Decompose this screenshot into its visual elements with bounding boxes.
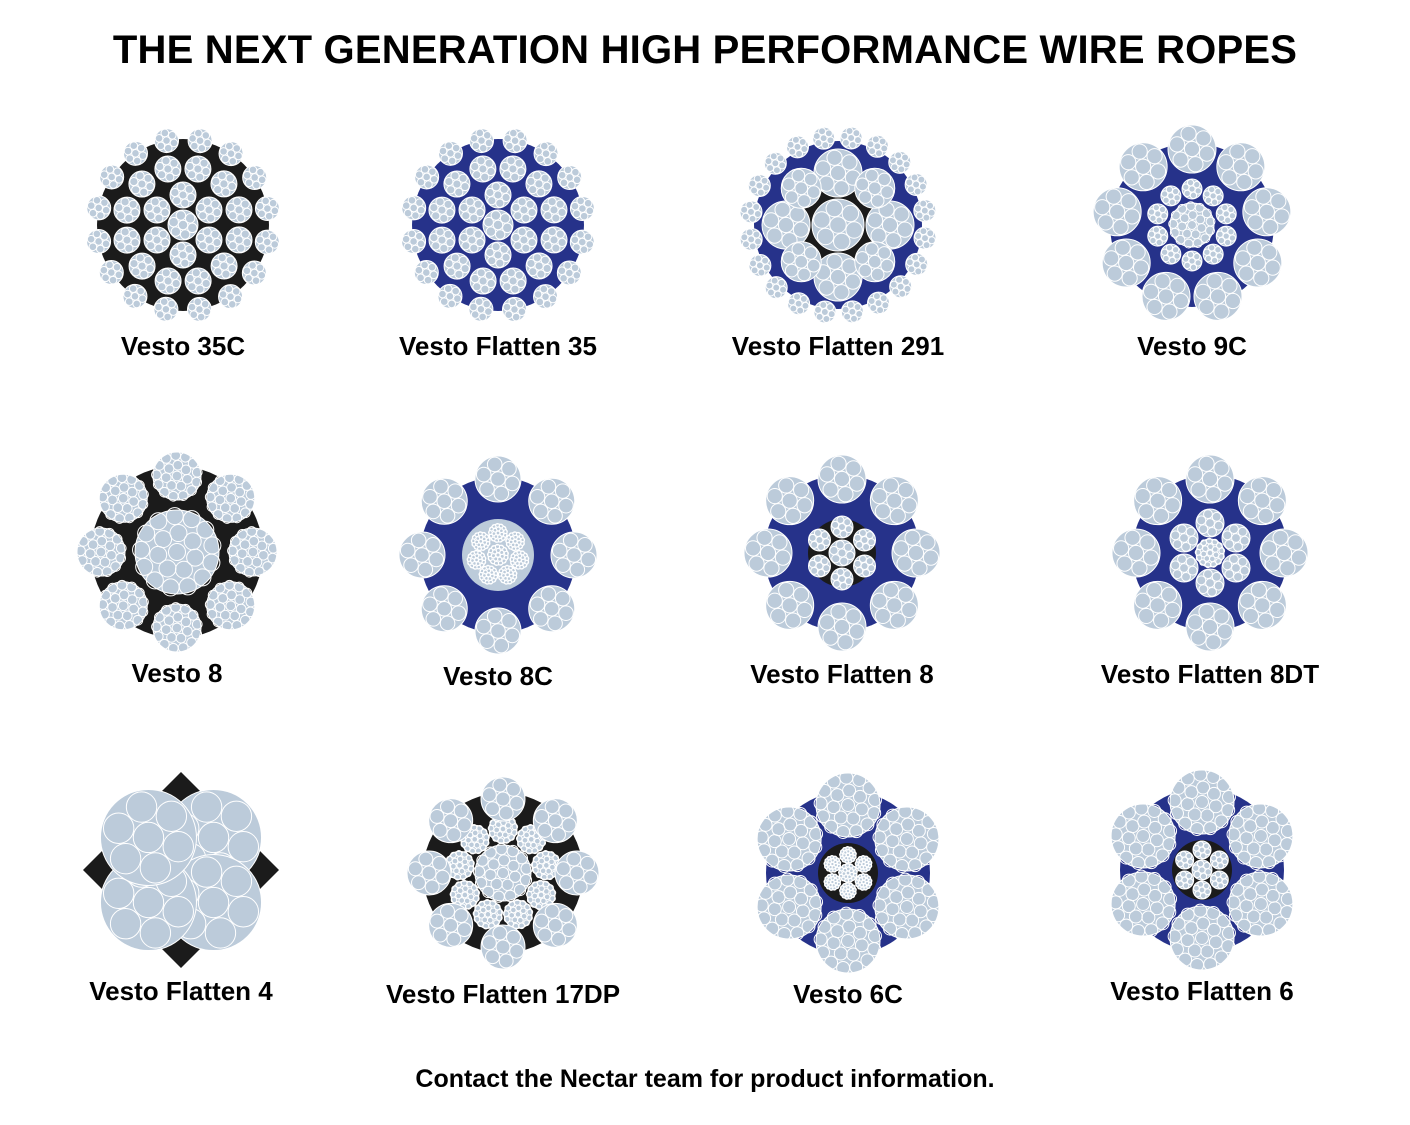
- rope-label: Vesto 35C: [120, 331, 246, 361]
- rope-label: Vesto 9C: [1137, 331, 1247, 361]
- rope-cross-section-vesto-flatten-8dt: [1111, 454, 1309, 652]
- rope-label: Vesto 6C: [793, 979, 903, 1009]
- footer-note: Contact the Nectar team for product info…: [415, 1065, 995, 1093]
- rope-card-vesto-flatten-8: Vesto Flatten 8: [692, 453, 992, 723]
- rope-card-vesto-flatten-8dt: Vesto Flatten 8DT: [1060, 453, 1360, 723]
- rope-card-vesto-flatten-35: Vesto Flatten 35: [348, 125, 648, 395]
- rope-card-vesto-35c: Vesto 35C: [33, 125, 333, 395]
- rope-cross-section-vesto-flatten-4: [83, 772, 279, 968]
- rope-card-vesto-flatten-17dp: Vesto Flatten 17DP: [353, 773, 653, 1043]
- rope-cross-section-vesto-35c: [86, 128, 280, 322]
- rope-label: Vesto Flatten 35: [399, 331, 597, 361]
- rope-cross-section-vesto-9c: [1092, 124, 1292, 321]
- rope-label: Vesto Flatten 8: [750, 659, 934, 689]
- rope-card-vesto-8: Vesto 8: [27, 450, 327, 722]
- rope-cross-section-vesto-flatten-17dp: [406, 776, 600, 970]
- rope-cross-section-vesto-flatten-8: [743, 454, 941, 652]
- rope-cross-section-vesto-8: [75, 450, 279, 654]
- rope-label: Vesto Flatten 291: [731, 331, 945, 361]
- rope-label: Vesto Flatten 8DT: [1100, 659, 1320, 689]
- page-title: THE NEXT GENERATION HIGH PERFORMANCE WIR…: [112, 28, 1298, 72]
- rope-cross-section-vesto-6c: [754, 770, 941, 975]
- rope-label: Vesto 8C: [443, 661, 553, 691]
- rope-card-vesto-flatten-6: Vesto Flatten 6: [1052, 767, 1352, 1040]
- rope-card-vesto-flatten-291: Vesto Flatten 291: [688, 125, 988, 395]
- rope-cross-section-vesto-flatten-6: [1108, 767, 1295, 972]
- rope-label: Vesto Flatten 17DP: [385, 979, 621, 1009]
- rope-label: Vesto Flatten 6: [1110, 976, 1294, 1006]
- rope-card-vesto-flatten-4: Vesto Flatten 4: [31, 770, 331, 1040]
- rope-cross-section-vesto-flatten-291: [739, 126, 937, 324]
- rope-card-vesto-9c: Vesto 9C: [1042, 124, 1342, 395]
- rope-label: Vesto 8: [131, 658, 223, 688]
- rope-card-vesto-6c: Vesto 6C: [698, 770, 998, 1043]
- rope-label: Vesto Flatten 4: [89, 976, 273, 1006]
- rope-card-vesto-8c: Vesto 8C: [348, 455, 648, 725]
- rope-cross-section-vesto-8c: [398, 455, 598, 655]
- rope-cross-section-vesto-flatten-35: [401, 128, 595, 322]
